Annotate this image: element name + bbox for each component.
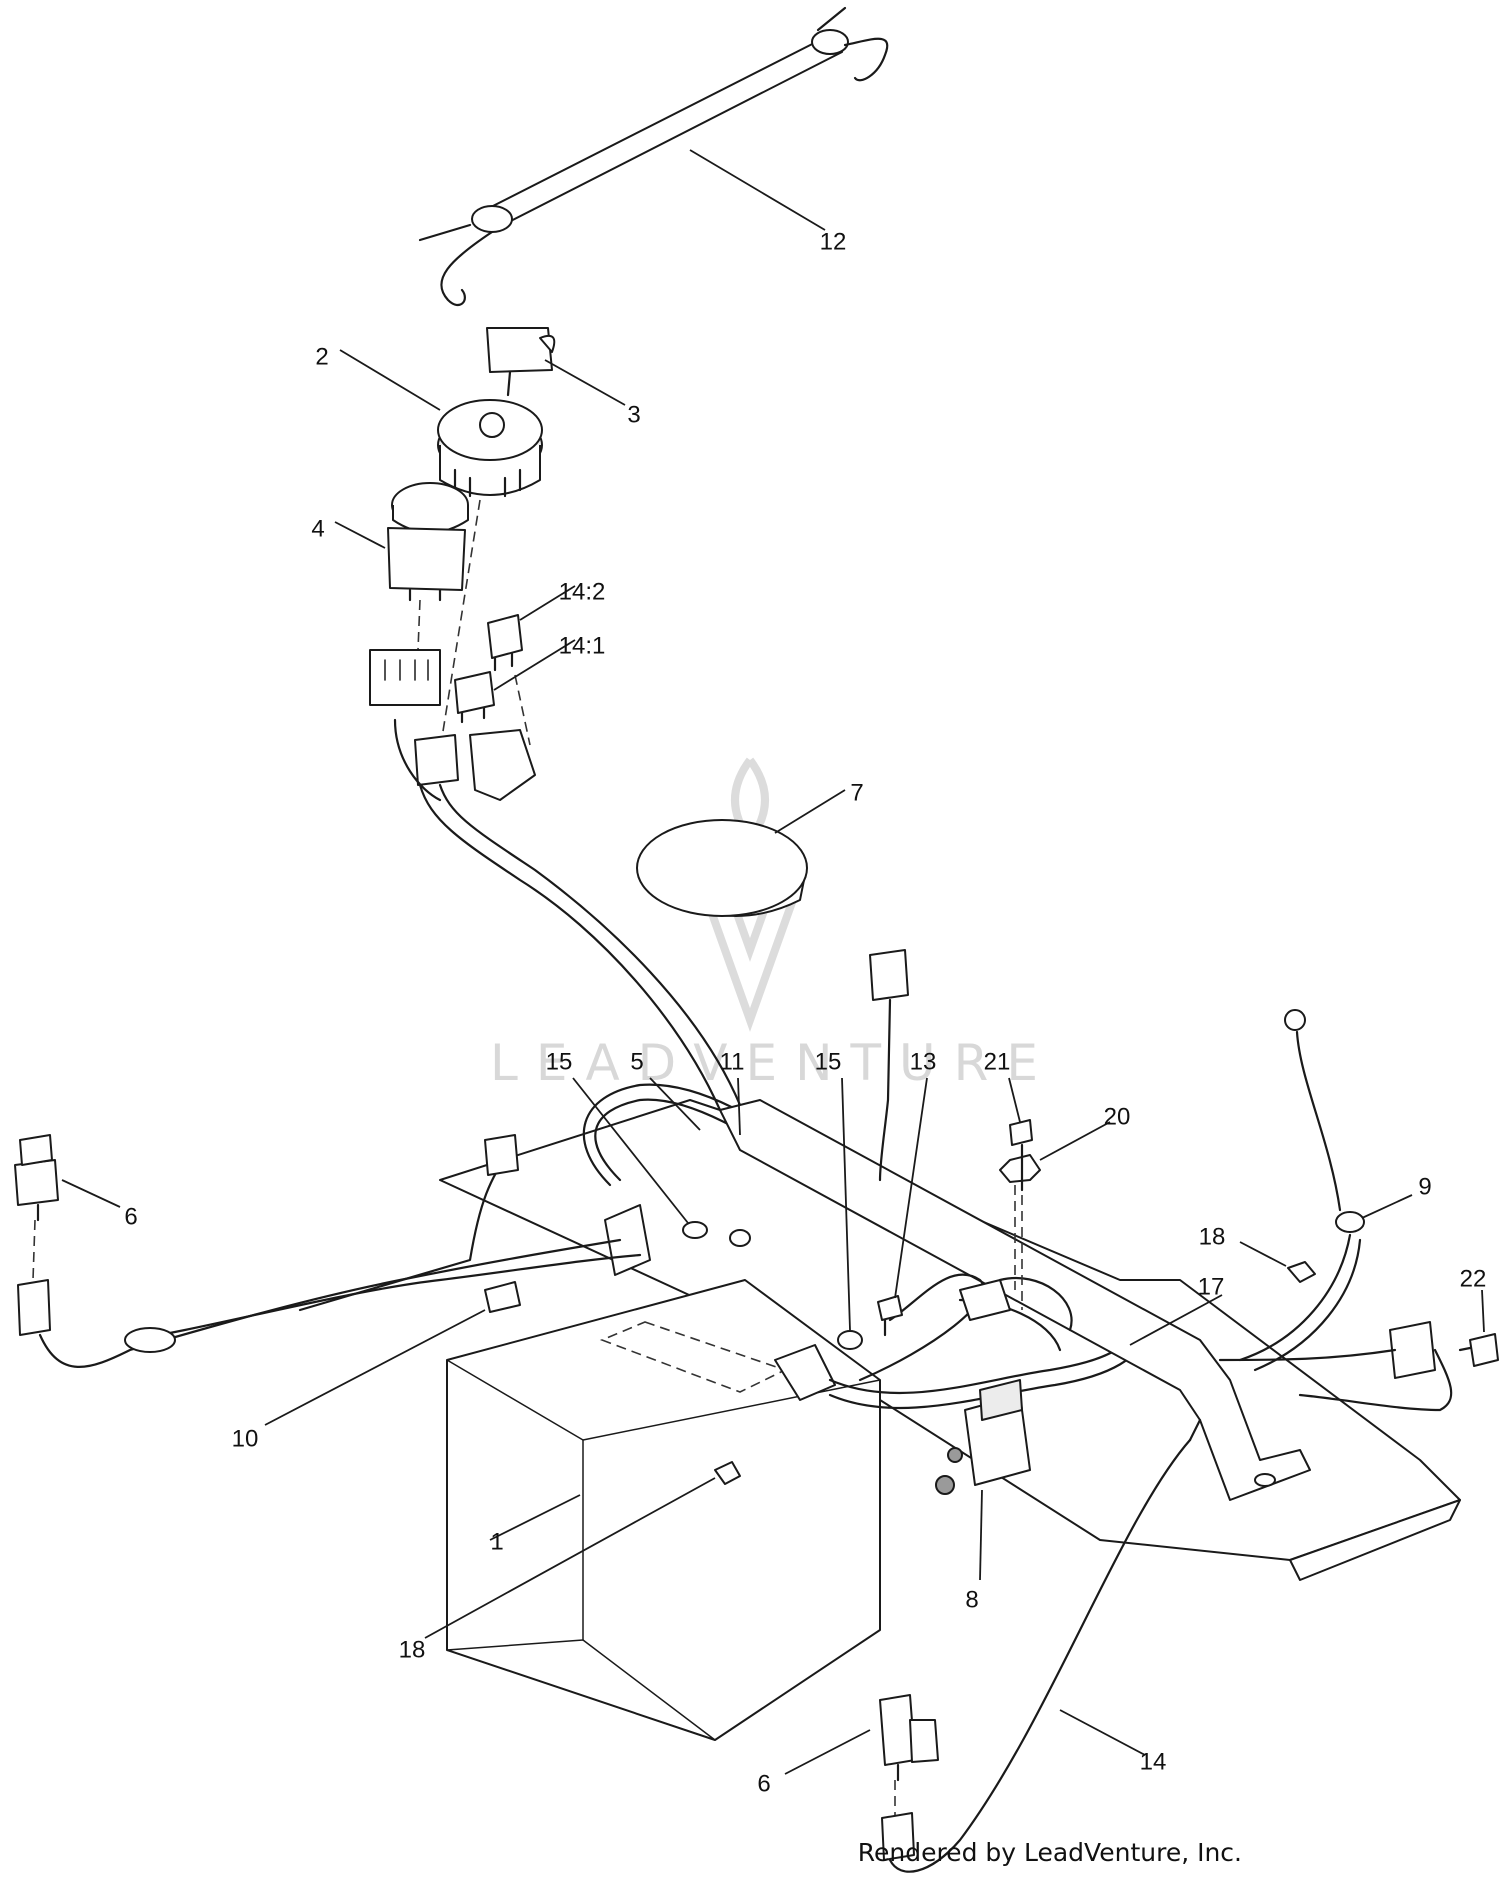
starter-solenoid <box>935 1379 1031 1495</box>
bolt-22 <box>1458 1333 1499 1367</box>
wire-bundle-center <box>858 1273 1073 1382</box>
callout-c12: 12 <box>820 228 847 255</box>
harness-connectors <box>393 718 742 1112</box>
interlock-switch-bottom <box>879 1694 939 1782</box>
callout-c1: 1 <box>490 1528 503 1555</box>
nut-18 <box>714 1261 1316 1485</box>
cap <box>636 819 808 917</box>
callout-c6b: 6 <box>757 1770 770 1797</box>
harness-right <box>1218 1321 1453 1412</box>
hold-down-bracket <box>719 1099 1311 1501</box>
connector-block-pto <box>369 649 441 706</box>
callout-c22: 22 <box>1460 1265 1487 1292</box>
callout-c7: 7 <box>850 779 863 806</box>
callout-c9: 9 <box>1418 1173 1431 1200</box>
interlock-switch-left <box>14 1134 59 1222</box>
ground-cable <box>1238 1009 1365 1372</box>
callout-c15a: 15 <box>546 1048 573 1075</box>
callout-c18a: 18 <box>1199 1223 1226 1250</box>
callout-c5: 5 <box>630 1048 643 1075</box>
callout-c14-2: 14:2 <box>559 578 606 605</box>
callout-c21: 21 <box>984 1048 1011 1075</box>
callout-c17: 17 <box>1198 1273 1225 1300</box>
ignition-key <box>486 327 556 397</box>
callout-c10: 10 <box>232 1425 259 1452</box>
connector-top <box>869 949 909 1182</box>
callout-c3: 3 <box>627 401 640 428</box>
callout-c15b: 15 <box>815 1048 842 1075</box>
hardware-bolt-nut <box>999 1119 1041 1310</box>
callout-c11: 11 <box>720 1048 745 1075</box>
battery <box>446 1279 881 1741</box>
callout-c18b: 18 <box>399 1636 426 1663</box>
fuse-14-1 <box>454 671 495 724</box>
callout-c8: 8 <box>965 1586 978 1613</box>
credit-text: Rendered by LeadVenture, Inc. <box>857 1838 1242 1867</box>
callout-c14: 14 <box>1140 1748 1167 1775</box>
pto-switch <box>387 482 469 602</box>
callout-c2: 2 <box>315 343 328 370</box>
bolt-13 <box>877 1295 903 1337</box>
callout-c6a: 6 <box>124 1203 137 1230</box>
fuse-14-2 <box>487 614 523 672</box>
support-rod <box>418 6 889 307</box>
callout-c13: 13 <box>910 1048 937 1075</box>
callout-c4: 4 <box>311 515 324 542</box>
callout-c14-1: 14:1 <box>559 632 606 659</box>
washers-15 <box>682 1221 863 1350</box>
leader-lines <box>61 149 1485 1775</box>
harness-left <box>17 1134 642 1368</box>
ignition-switch <box>437 399 543 498</box>
callout-c20: 20 <box>1104 1103 1131 1130</box>
wire-harness-14 <box>881 1418 1202 1873</box>
watermark-text: LEADVENTURE <box>490 1034 1056 1092</box>
watermark: LEADVENTURE <box>490 757 1056 1092</box>
